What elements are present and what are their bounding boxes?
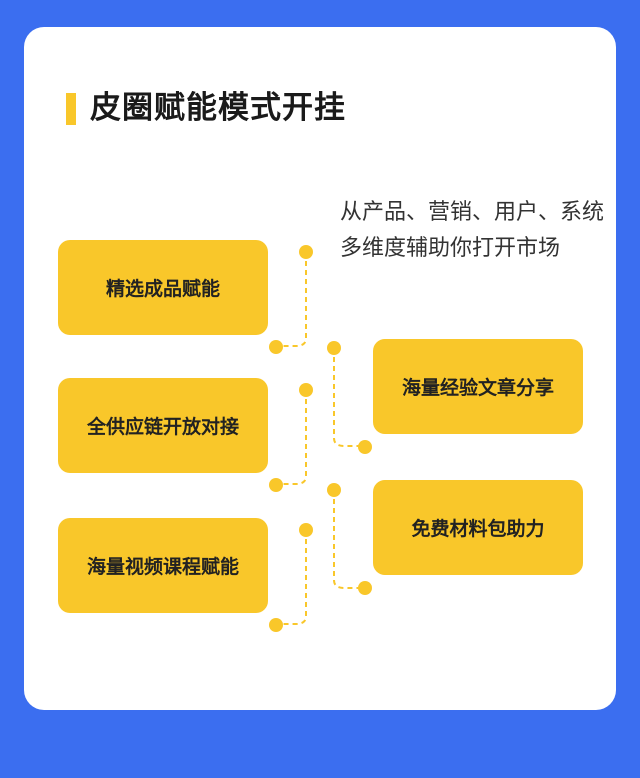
feature-box-curated-products: 精选成品赋能 [58,240,268,335]
connector-dot [269,478,283,492]
connector-dot [299,245,313,259]
connector-dot [327,483,341,497]
feature-box-free-materials: 免费材料包助力 [373,480,583,575]
description-text: 从产品、营销、用户、系统多维度辅助你打开市场 [340,200,605,261]
connector-dot [299,383,313,397]
page-title: 皮圈赋能模式开挂 [90,90,346,126]
connector-dot [269,618,283,632]
feature-box-supply-chain: 全供应链开放对接 [58,378,268,473]
connector-left-2 [276,390,307,485]
connector-left-1 [276,252,307,347]
feature-box-articles: 海量经验文章分享 [373,339,583,434]
title-accent-bar [66,93,76,125]
feature-box-video-courses: 海量视频课程赋能 [58,518,268,613]
connector-dot [269,340,283,354]
connector-right-2 [333,490,364,589]
connector-dot [327,341,341,355]
connector-dot [358,581,372,595]
connector-right-1 [333,348,364,447]
connector-left-3 [276,530,307,625]
connector-dot [358,440,372,454]
connector-dot [299,523,313,537]
